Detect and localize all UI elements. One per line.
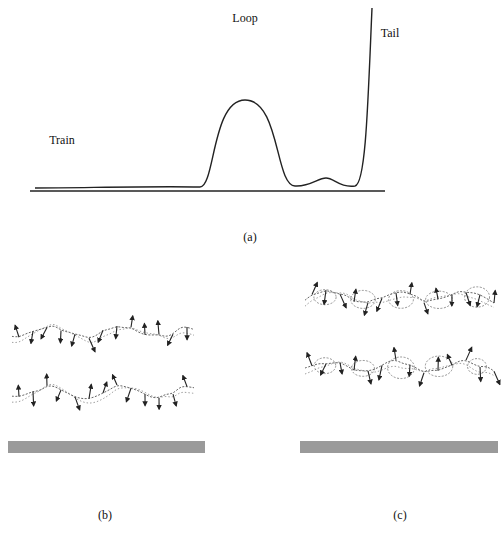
charge-arrow [396, 293, 398, 306]
charge-arrow [368, 371, 371, 384]
charge-arrow [379, 365, 382, 380]
charge-arrow [324, 290, 326, 304]
panel-label: (b) [98, 509, 112, 521]
charge-arrow [89, 384, 91, 398]
charge-arrow [31, 331, 33, 343]
chain-backbone [12, 326, 194, 337]
charge-arrow [479, 367, 481, 381]
charge-arrow [56, 390, 61, 401]
surface-line [30, 190, 385, 192]
charge-arrow [424, 303, 428, 314]
part-label: Train [49, 134, 75, 146]
charge-arrow [98, 330, 103, 342]
charge-arrow [103, 382, 107, 393]
charge-arrow [436, 288, 438, 299]
charge-arrow [144, 323, 146, 334]
panel-label: (a) [243, 231, 256, 243]
chain-backbone [12, 324, 194, 342]
charge-arrow [377, 298, 382, 311]
part-label: Tail [381, 27, 400, 39]
charge-arrow [354, 289, 356, 301]
charge-arrow [340, 294, 346, 308]
chain-loop [425, 356, 452, 376]
chain-backbone [305, 362, 494, 376]
panel-label: (c) [393, 509, 406, 521]
charge-arrow [158, 321, 159, 335]
charge-arrow [144, 394, 145, 405]
charge-arrow [46, 374, 47, 385]
charge-arrow [32, 391, 34, 405]
charge-arrow [494, 291, 495, 304]
charge-arrow [364, 303, 368, 315]
charge-arrow [89, 338, 95, 351]
charge-arrow [447, 355, 452, 366]
charge-arrow [116, 326, 117, 339]
charge-arrow [312, 282, 317, 294]
charge-arrow [410, 283, 412, 294]
charge-arrow [451, 295, 452, 306]
charge-arrow [72, 334, 75, 346]
charge-arrow [466, 347, 472, 360]
charge-arrow [15, 325, 19, 337]
charge-arrow [183, 376, 187, 387]
charge-arrow [494, 371, 500, 384]
chain-loop [426, 291, 453, 308]
charge-arrow [126, 388, 131, 402]
charge-arrow [41, 328, 47, 339]
charge-arrow [18, 385, 20, 396]
charge-arrow [420, 373, 424, 386]
charge-arrow [354, 356, 356, 370]
charge-arrow [158, 398, 159, 409]
charge-arrow [477, 295, 480, 307]
charge-arrow [437, 357, 438, 370]
charge-arrow [321, 364, 326, 375]
charge-arrow [186, 327, 187, 340]
adsorbed-chains [12, 282, 500, 409]
polymer-chain [35, 8, 372, 188]
chain-loop [388, 357, 415, 379]
chain-backbone [12, 384, 194, 403]
charge-arrow [168, 334, 173, 345]
part-label: Loop [232, 12, 257, 24]
chain-loop [314, 290, 336, 305]
charge-arrow [340, 362, 342, 373]
charge-arrow [394, 348, 396, 360]
charge-arrow [131, 316, 133, 327]
charge-arrow [173, 394, 176, 406]
substrate [300, 441, 498, 453]
chain-loop [464, 287, 489, 307]
substrate [8, 441, 205, 453]
chain-loop [468, 359, 487, 375]
chain-backbone [305, 293, 494, 308]
chain-backbone [305, 361, 494, 372]
charge-arrow [112, 375, 117, 385]
charge-arrow [60, 331, 62, 343]
charge-arrow [75, 397, 80, 410]
charge-arrow [307, 353, 312, 366]
charge-arrow [409, 365, 411, 376]
charge-arrow [466, 293, 470, 306]
